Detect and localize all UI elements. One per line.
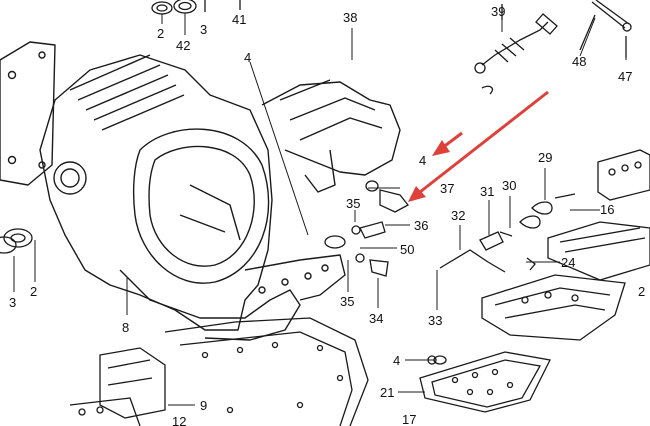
callout-8: 8 — [122, 320, 129, 335]
callout-16: 16 — [600, 202, 614, 217]
fittings — [0, 180, 576, 365]
callout-29: 29 — [538, 150, 552, 165]
callout-32: 32 — [451, 208, 465, 223]
callout-9: 9 — [200, 398, 207, 413]
callout-17: 17 — [402, 412, 416, 426]
callout-4a: 4 — [244, 50, 251, 65]
callout-37: 37 — [440, 181, 454, 196]
callout-41: 41 — [232, 12, 246, 27]
callout-35a: 35 — [346, 196, 360, 211]
callout-34: 34 — [369, 311, 383, 326]
callout-50: 50 — [400, 242, 414, 257]
callout-38: 38 — [343, 10, 357, 25]
annotation-arrows — [408, 90, 549, 202]
callout-2b: 2 — [30, 284, 37, 299]
callout-35b: 35 — [340, 294, 354, 309]
callout-47: 47 — [618, 69, 632, 84]
valve-body — [481, 149, 650, 341]
callout-labels: 2 42 3 41 38 39 48 47 4 4 37 29 31 30 16… — [9, 4, 645, 426]
callout-2a: 2 — [157, 26, 164, 41]
callout-3a: 3 — [200, 22, 207, 37]
callout-42: 42 — [176, 38, 190, 53]
callout-31: 31 — [480, 184, 494, 199]
callout-30: 30 — [502, 178, 516, 193]
leader-lines — [13, 13, 627, 406]
callout-3b: 3 — [9, 295, 16, 310]
seals-top-left — [151, 0, 241, 15]
callout-4c: 4 — [393, 353, 400, 368]
shift-rod — [579, 0, 632, 58]
callout-39: 39 — [491, 4, 505, 19]
callout-2c: 2 — [638, 284, 645, 299]
callout-33: 33 — [428, 313, 442, 328]
shift-cable — [474, 4, 558, 95]
callout-4b: 4 — [419, 153, 426, 168]
oil-pan — [164, 317, 369, 426]
solenoid-block — [69, 347, 166, 426]
callout-36: 36 — [414, 218, 428, 233]
callout-12: 12 — [172, 414, 186, 426]
callout-24: 24 — [561, 255, 575, 270]
callout-48: 48 — [572, 54, 586, 69]
oil-filter — [419, 351, 551, 413]
callout-21: 21 — [380, 385, 394, 400]
